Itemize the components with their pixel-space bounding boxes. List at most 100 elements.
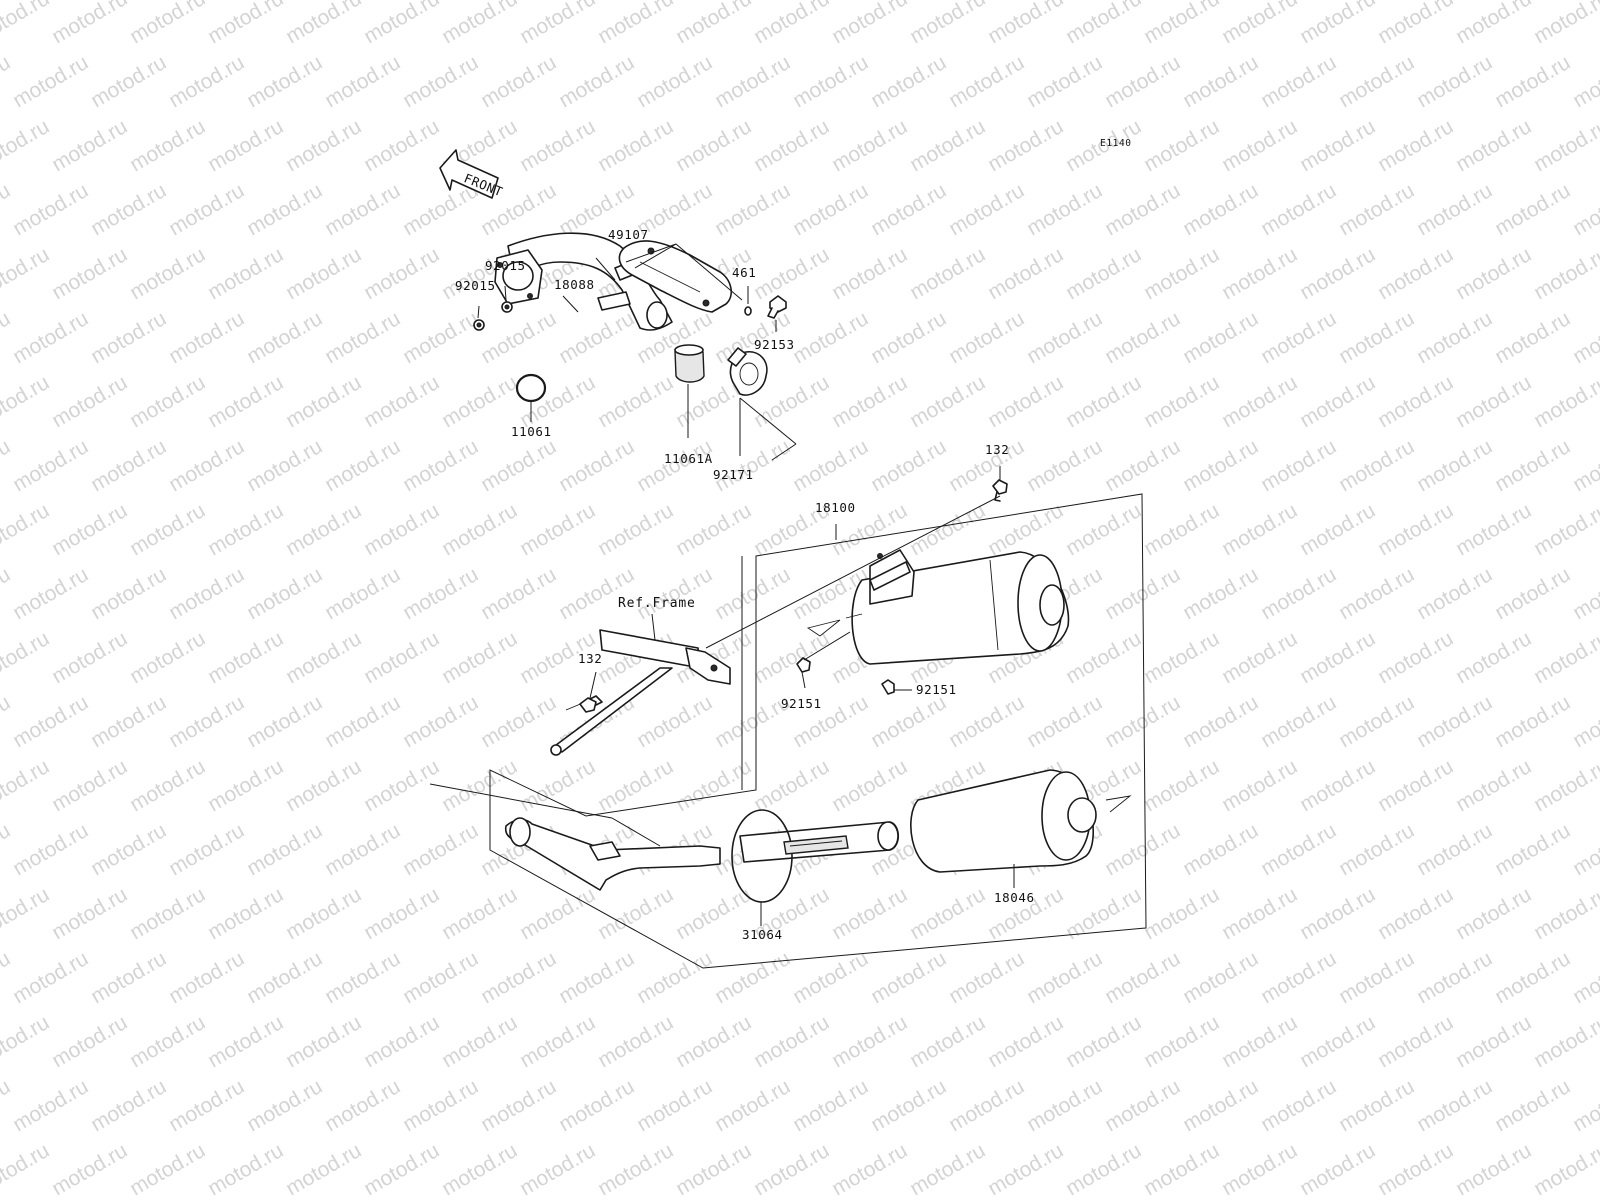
watermark-text: motod.ru	[594, 755, 677, 816]
watermark-text: motod.ru	[1569, 563, 1600, 624]
silencer-18046	[910, 769, 1132, 888]
watermark-text: motod.ru	[1257, 1075, 1340, 1136]
watermark-text: motod.ru	[321, 563, 404, 624]
watermark-text: motod.ru	[555, 307, 638, 368]
watermark-text: motod.ru	[0, 0, 53, 48]
watermark-text: motod.ru	[165, 691, 248, 752]
watermark-text: motod.ru	[165, 307, 248, 368]
watermark-text: motod.ru	[1374, 883, 1457, 944]
watermark-text: motod.ru	[1140, 499, 1223, 560]
watermark-text: motod.ru	[204, 0, 287, 48]
bolt-92151-right	[881, 679, 895, 695]
label-bolt-frame-left: 132	[578, 651, 602, 666]
watermark-text: motod.ru	[321, 51, 404, 112]
watermark-text: motod.ru	[0, 51, 14, 112]
watermark-text: motod.ru	[828, 755, 911, 816]
watermark-text: motod.ru	[594, 0, 677, 48]
watermark-text: motod.ru	[1491, 1075, 1574, 1136]
watermark-text: motod.ru	[1218, 0, 1301, 48]
watermark-text: motod.ru	[906, 371, 989, 432]
tail-pipe	[429, 783, 721, 891]
watermark-text: motod.ru	[9, 819, 92, 880]
watermark-text: motod.ru	[165, 819, 248, 880]
washer-461	[744, 306, 752, 316]
watermark-text: motod.ru	[87, 947, 170, 1008]
watermark-text: motod.ru	[750, 755, 833, 816]
watermark-text: motod.ru	[594, 1139, 677, 1200]
watermark-text: motod.ru	[1140, 371, 1223, 432]
watermark-text: motod.ru	[87, 435, 170, 496]
watermark-text: motod.ru	[1374, 1011, 1457, 1072]
watermark-text: motod.ru	[984, 371, 1067, 432]
watermark-text: motod.ru	[399, 1075, 482, 1136]
watermark-text: motod.ru	[0, 371, 53, 432]
nut-92015-upper	[501, 301, 513, 313]
watermark-text: motod.ru	[984, 1011, 1067, 1072]
watermark-text: motod.ru	[1491, 819, 1574, 880]
bolt-92153	[767, 295, 787, 319]
watermark-text: motod.ru	[1413, 179, 1496, 240]
watermark-text: motod.ru	[360, 115, 443, 176]
watermark-text: motod.ru	[0, 243, 53, 304]
watermark-text: motod.ru	[9, 307, 92, 368]
watermark-text: motod.ru	[360, 1011, 443, 1072]
watermark-text: motod.ru	[477, 51, 560, 112]
muffler-leader-92151	[803, 631, 851, 661]
watermark-text: motod.ru	[1062, 627, 1145, 688]
watermark-text: motod.ru	[0, 499, 53, 560]
gasket-11061	[515, 373, 547, 403]
watermark-text: motod.ru	[165, 1075, 248, 1136]
watermark-text: motod.ru	[1413, 947, 1496, 1008]
watermark-text: motod.ru	[1452, 243, 1535, 304]
watermark-text: motod.ru	[1452, 1139, 1535, 1200]
watermark-text: motod.ru	[1374, 627, 1457, 688]
watermark-text: motod.ru	[1062, 1139, 1145, 1200]
label-gasket-port: 11061	[511, 424, 552, 439]
watermark-text: motod.ru	[984, 115, 1067, 176]
watermark-text: motod.ru	[204, 243, 287, 304]
watermark-text: motod.ru	[1179, 307, 1262, 368]
watermark-text: motod.ru	[1179, 435, 1262, 496]
watermark-text: motod.ru	[945, 179, 1028, 240]
watermark-text: motod.ru	[1218, 1139, 1301, 1200]
watermark-text: motod.ru	[1218, 883, 1301, 944]
watermark-text: motod.ru	[828, 0, 911, 48]
watermark-text: motod.ru	[243, 435, 326, 496]
bolt-92151-left	[796, 657, 811, 673]
watermark-text: motod.ru	[0, 307, 14, 368]
watermark-text: motod.ru	[594, 371, 677, 432]
watermark-text: motod.ru	[555, 435, 638, 496]
watermark-text: motod.ru	[711, 563, 794, 624]
watermark-text: motod.ru	[1101, 691, 1184, 752]
watermark-text: motod.ru	[1569, 1075, 1600, 1136]
exhaust-pipe-18088	[494, 232, 673, 331]
watermark-text: motod.ru	[0, 1011, 53, 1072]
diagram-code: E1140	[1100, 138, 1132, 149]
watermark-text: motod.ru	[1101, 179, 1184, 240]
watermark-text: motod.ru	[204, 371, 287, 432]
watermark-text: motod.ru	[1296, 0, 1379, 48]
watermark-text: motod.ru	[906, 115, 989, 176]
watermark-text: motod.ru	[945, 1075, 1028, 1136]
watermark-text: motod.ru	[945, 51, 1028, 112]
watermark-text: motod.ru	[48, 243, 131, 304]
watermark-text: motod.ru	[555, 51, 638, 112]
watermark-text: motod.ru	[438, 499, 521, 560]
watermark-text: motod.ru	[672, 755, 755, 816]
watermark-text: motod.ru	[867, 1075, 950, 1136]
watermark-text: motod.ru	[360, 243, 443, 304]
watermark-text: motod.ru	[828, 883, 911, 944]
watermark-text: motod.ru	[594, 115, 677, 176]
watermark-text: motod.ru	[516, 115, 599, 176]
watermark-text: motod.ru	[438, 0, 521, 48]
watermark-text: motod.ru	[126, 1139, 209, 1200]
watermark-text: motod.ru	[867, 179, 950, 240]
watermark-text: motod.ru	[204, 1011, 287, 1072]
watermark-text: motod.ru	[633, 947, 716, 1008]
watermark-text: motod.ru	[9, 1075, 92, 1136]
watermark-text: motod.ru	[165, 435, 248, 496]
watermark-text: motod.ru	[0, 115, 53, 176]
watermark-text: motod.ru	[1140, 755, 1223, 816]
watermark-text: motod.ru	[516, 755, 599, 816]
watermark-text: motod.ru	[1140, 1011, 1223, 1072]
